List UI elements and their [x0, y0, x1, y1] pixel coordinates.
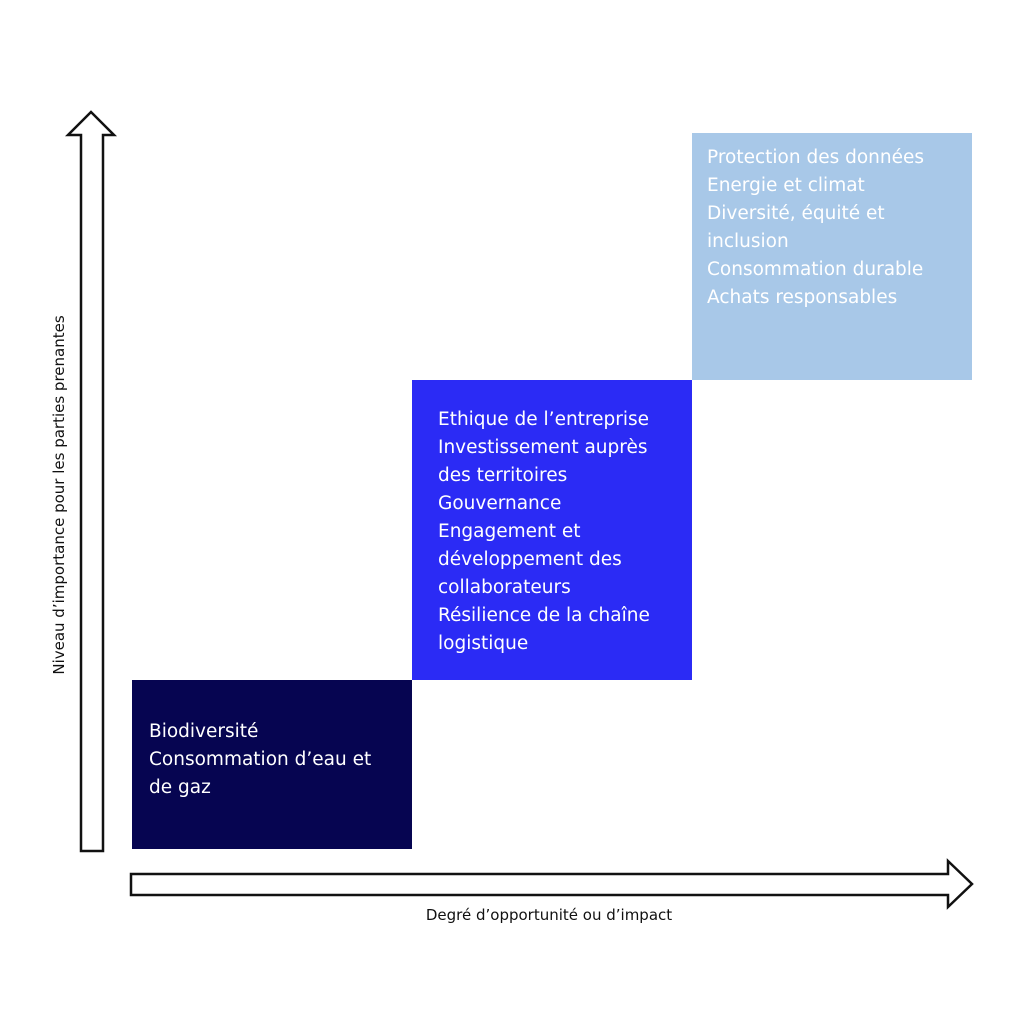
level-item: Consommation durable [707, 259, 924, 280]
level-item: Achats responsables [707, 287, 898, 308]
level-item: Engagement et développement des collabor… [438, 521, 622, 598]
level-item: Ethique de l’entreprise [438, 409, 650, 430]
level-box-medium: Ethique de l’entreprise Investissement a… [412, 380, 692, 680]
level-item: Biodiversité [149, 721, 259, 742]
x-axis-arrow [129, 858, 974, 910]
level-item: Investissement auprès des territoires [438, 437, 648, 486]
level-item: Résilience de la chaîne logistique [438, 605, 650, 654]
level-item: Protection des données [707, 147, 925, 168]
level-box-high: Protection des données Energie et climat… [692, 133, 972, 380]
level-item: Diversité, équité et inclusion [707, 203, 885, 252]
x-axis-title: Degré d’opportunité ou d’impact [425, 906, 673, 924]
level-item: Gouvernance [438, 493, 562, 514]
y-axis-arrow [64, 110, 118, 853]
y-axis-title: Niveau d’importance pour les parties pre… [50, 315, 68, 675]
level-box-low: Biodiversité Consommation d’eau et de ga… [132, 680, 412, 849]
level-item: Energie et climat [707, 175, 865, 196]
level-item: Consommation d’eau et de gaz [149, 749, 372, 798]
